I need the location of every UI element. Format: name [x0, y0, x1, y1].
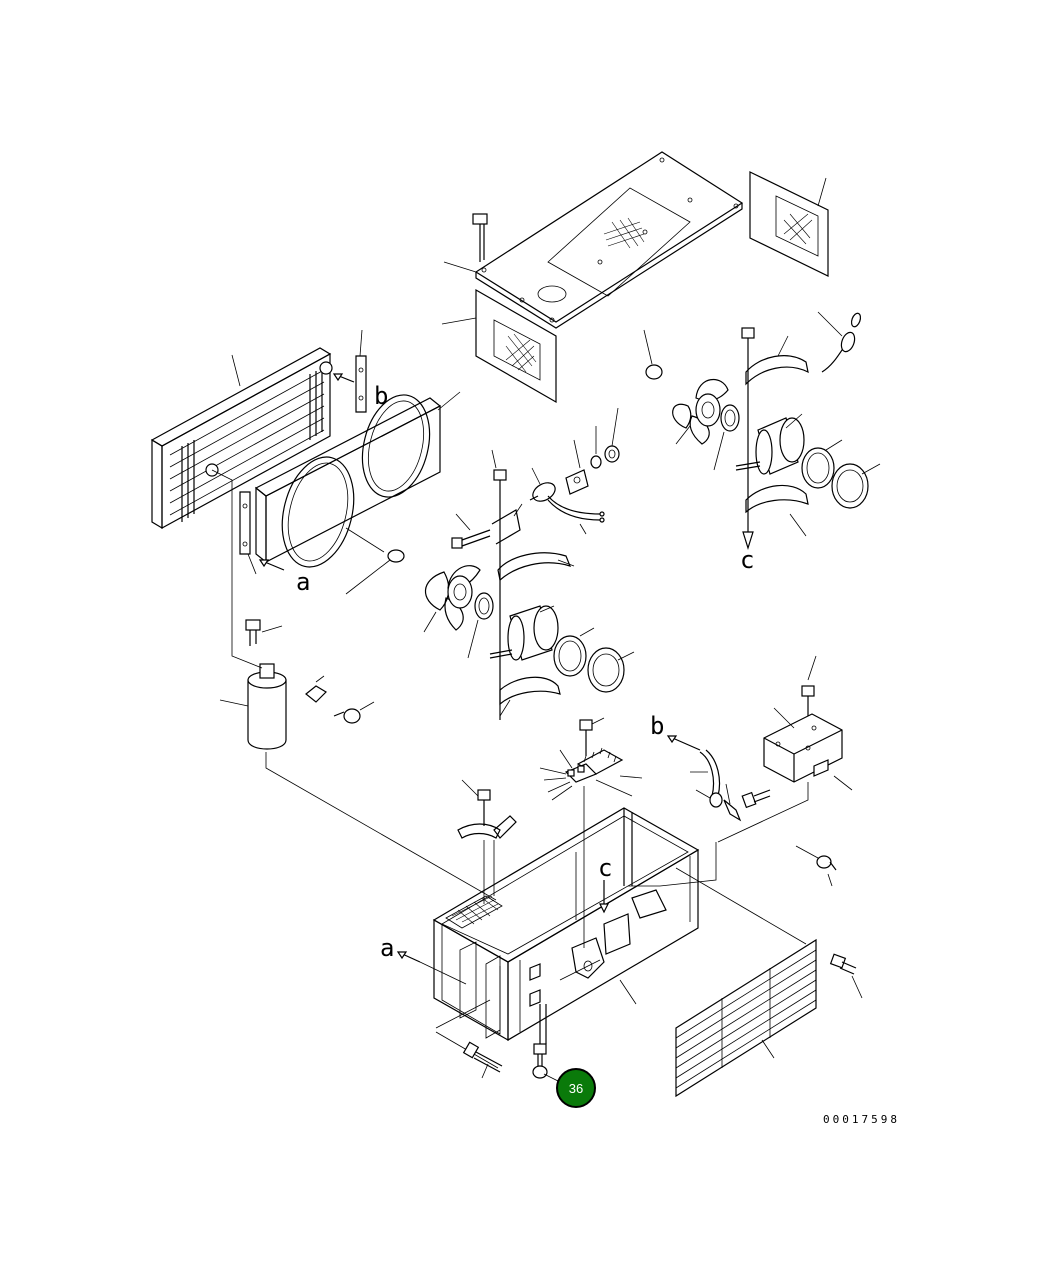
- side-screws: [795, 845, 863, 999]
- control-box: [717, 655, 853, 843]
- connector-block: [539, 717, 643, 948]
- drawing-number: 00017598: [823, 1113, 900, 1126]
- bracket-clip: [457, 779, 517, 904]
- fan-motor-right: c: [643, 311, 881, 574]
- top-cover-plate: [443, 151, 744, 329]
- main-housing: c: [432, 807, 807, 1042]
- bolt-top: [472, 213, 488, 262]
- bracket-a-upper: a: [239, 491, 310, 596]
- arrow-a-lower: a: [380, 934, 467, 985]
- ref-letter-b-lower: b: [650, 712, 664, 740]
- fan-shroud: [254, 391, 461, 568]
- fan-motor-left: [423, 449, 635, 720]
- ref-letter-a-upper: a: [296, 568, 310, 596]
- condenser-core: [150, 347, 333, 530]
- receiver-drier: [211, 469, 497, 901]
- callout-label: 36: [569, 1081, 583, 1096]
- ref-letter-a-lower: a: [380, 934, 394, 962]
- grille-panel: [675, 938, 817, 1098]
- ref-letter-c-upper: c: [740, 546, 754, 574]
- bottom-bolts: [435, 999, 561, 1083]
- hose-b: b: [650, 712, 771, 822]
- ref-letter-c-lower: c: [598, 854, 612, 882]
- shroud-nut: [345, 527, 405, 595]
- part-callout-36[interactable]: 36: [556, 1068, 596, 1108]
- side-panel-right: [749, 171, 829, 277]
- side-panel-left: [441, 288, 557, 404]
- bracket-b-upper: b: [332, 329, 388, 413]
- resistor-assembly: [529, 407, 620, 535]
